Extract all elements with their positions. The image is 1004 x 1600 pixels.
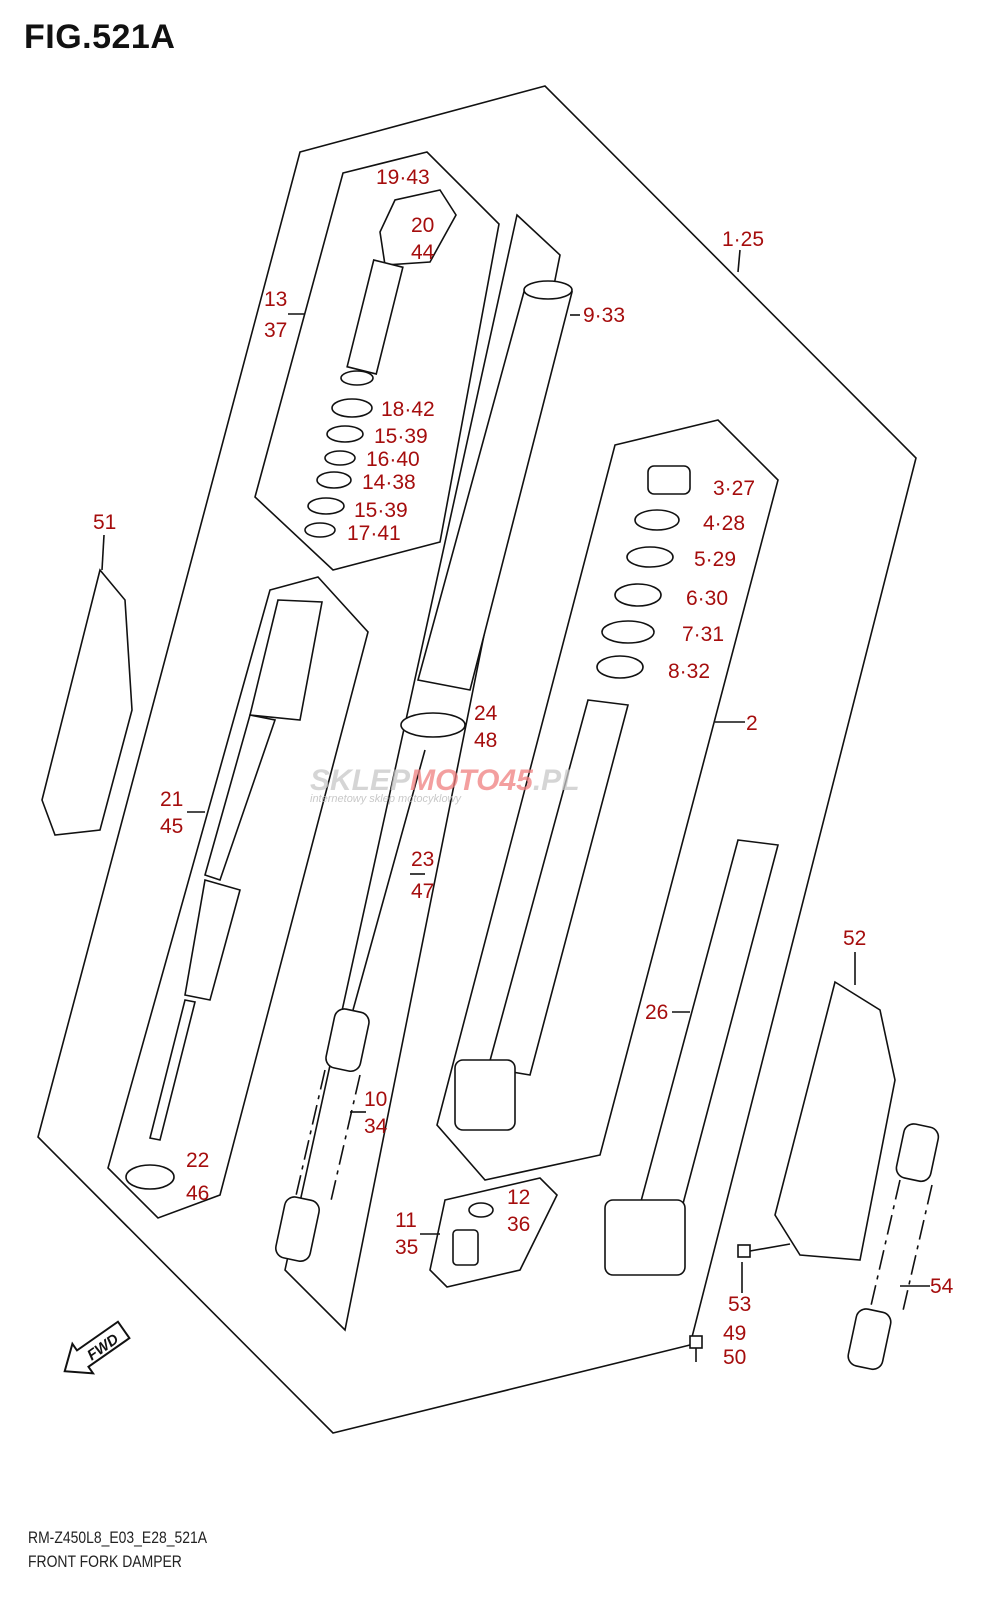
callouts: 19·43 20 44 1·25 13 37 9·33 18·42 15·39 … [93, 166, 954, 1369]
bolt-49 [689, 1335, 703, 1362]
callout: 48 [474, 729, 497, 752]
callout: 12 [507, 1186, 530, 1209]
callout: 6·30 [686, 587, 728, 610]
callout: 52 [843, 927, 866, 950]
callout: 19·43 [376, 166, 430, 189]
fork-guard-51 [41, 568, 133, 836]
callout: 8·32 [668, 660, 710, 683]
panel-outer-tube [284, 213, 561, 1332]
callout: 34 [364, 1115, 388, 1138]
callout: 14·38 [362, 471, 416, 494]
callout: 37 [264, 319, 287, 342]
callout: 5·29 [694, 548, 736, 571]
inner-tube-26 [604, 839, 780, 1276]
callout: 11 [395, 1209, 417, 1232]
panel-damper-top [254, 151, 500, 571]
callout: 4·28 [703, 512, 745, 535]
panel-valve [429, 1177, 558, 1288]
callout: 16·40 [366, 448, 420, 471]
o-rings-stack [304, 398, 373, 538]
fork-spring-54 [847, 1123, 940, 1371]
callout: 23 [411, 848, 434, 871]
fwd-arrow-icon: FWD [63, 1320, 131, 1375]
seal-rings [596, 465, 691, 679]
callout: 54 [930, 1275, 954, 1298]
callout: 20 [411, 214, 434, 237]
damper-rod-assembly [125, 599, 323, 1190]
bolt-53 [737, 1243, 791, 1258]
callout: 1·25 [722, 228, 764, 251]
callout: 50 [723, 1346, 746, 1369]
diagram-caption: FRONT FORK DAMPER [28, 1552, 182, 1571]
panel-damper-rod [107, 576, 369, 1219]
leader-lines [101, 249, 930, 1293]
damper-cartridge-top [340, 259, 404, 386]
callout: 49 [723, 1322, 746, 1345]
panel-inner-tube [436, 419, 779, 1181]
callout: 24 [474, 702, 498, 725]
callout: 35 [395, 1236, 418, 1259]
callout: 15·39 [374, 425, 428, 448]
svg-text:SKLEPMOTO45.PL: SKLEPMOTO45.PL [310, 764, 580, 797]
callout: 47 [411, 880, 434, 903]
callout: 22 [186, 1149, 209, 1172]
callout: 17·41 [347, 522, 401, 545]
outer-tube [352, 280, 574, 1011]
callout: 18·42 [381, 398, 435, 421]
fork-spring-10 [274, 1008, 370, 1263]
watermark: SKLEPMOTO45.PL internetowy sklep motocyk… [310, 764, 580, 805]
callout: 21 [160, 788, 183, 811]
diagram-code: RM-Z450L8_E03_E28_521A [28, 1528, 208, 1547]
callout: 13 [264, 288, 287, 311]
callout: 36 [507, 1213, 530, 1236]
svg-text:internetowy sklep motocyklowy: internetowy sklep motocyklowy [310, 793, 463, 805]
callout: 10 [364, 1088, 387, 1111]
callout: 45 [160, 815, 183, 838]
callout: 46 [186, 1182, 209, 1205]
callout: 7·31 [682, 623, 724, 646]
callout: 44 [411, 241, 435, 264]
valve-assembly [452, 1202, 494, 1266]
callout: 2 [746, 712, 758, 735]
callout: 3·27 [713, 477, 755, 500]
inner-tube [454, 699, 630, 1131]
callout: 9·33 [583, 304, 625, 327]
fork-guard-52 [774, 980, 896, 1261]
figure-title: FIG.521A [24, 18, 176, 56]
callout: 51 [93, 511, 116, 534]
callout: 26 [645, 1001, 668, 1024]
callout: 15·39 [354, 499, 408, 522]
callout: 53 [728, 1293, 751, 1316]
